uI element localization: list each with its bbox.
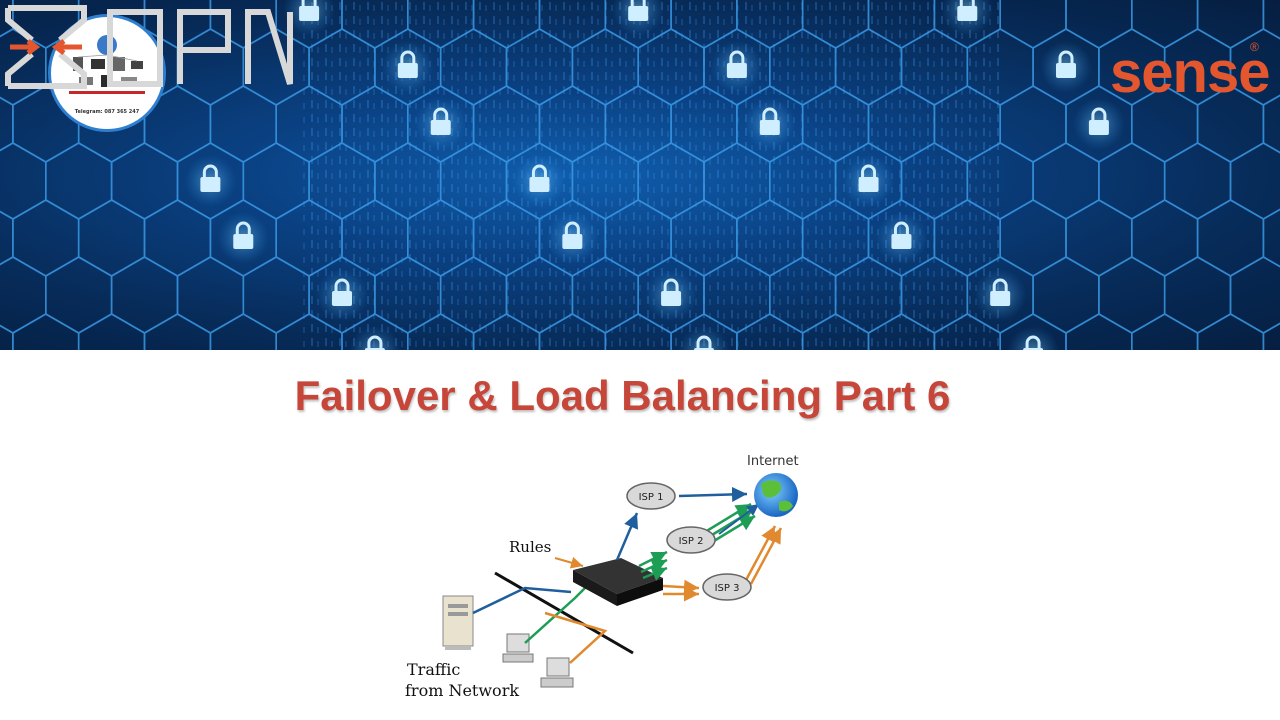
hexagon-cell xyxy=(472,313,541,350)
isp-node: ISP 2 xyxy=(666,526,716,554)
server-icon xyxy=(442,595,474,650)
hexagon-cell xyxy=(1262,322,1280,350)
registered-mark: ® xyxy=(1250,40,1259,54)
page-title: Failover & Load Balancing Part 6 xyxy=(294,372,951,419)
isp-node: ISP 3 xyxy=(702,573,752,601)
hexagon-cell xyxy=(1196,313,1265,350)
lock-icon xyxy=(1072,98,1125,150)
hexagon-cell xyxy=(933,313,1002,350)
isp-node: ISP 1 xyxy=(626,482,676,510)
hexagon-cell xyxy=(406,313,475,350)
lock-icon xyxy=(710,41,763,93)
isp-label: ISP 2 xyxy=(679,536,704,547)
lock-icon xyxy=(875,212,928,264)
hexagon-cell xyxy=(1065,313,1133,350)
lock-icon xyxy=(184,155,237,207)
hexagon-cell xyxy=(801,313,870,350)
traffic-label-line1: Traffic xyxy=(407,660,461,679)
hexagon-cell xyxy=(1131,313,1199,350)
load-balancer-device xyxy=(573,558,663,606)
traffic-label-line2: from Network xyxy=(405,681,520,700)
lock-icon xyxy=(315,269,368,321)
network-line xyxy=(494,571,634,655)
hexagon-cell xyxy=(538,313,607,350)
lock-icon xyxy=(612,0,665,36)
workstation-icon xyxy=(502,633,534,663)
internet-label: Internet xyxy=(747,454,799,469)
lock-icon xyxy=(743,98,796,150)
opnsense-logo-mark xyxy=(5,5,293,89)
network-diagram: ISP 1 ISP 2 ISP 3 Internet Rules Traffic… xyxy=(395,448,815,710)
workstation-icon xyxy=(540,657,574,688)
lock-icon xyxy=(645,269,698,321)
internet-globe-icon xyxy=(754,473,798,517)
hexagon-cell xyxy=(736,313,804,350)
lock-icon xyxy=(974,269,1027,321)
hexagon-cell xyxy=(209,313,278,350)
hexagon-cell xyxy=(867,313,936,350)
lock-icon xyxy=(348,326,401,350)
lock-icon xyxy=(414,98,467,150)
hexagon-cell xyxy=(275,313,343,350)
lock-icon xyxy=(283,0,336,36)
hexagon-cell xyxy=(0,324,14,350)
lock-icon xyxy=(513,155,566,207)
hexagon-cell xyxy=(77,313,146,350)
isp-label: ISP 3 xyxy=(715,583,740,594)
lock-icon xyxy=(1007,326,1060,350)
hexagon-cell xyxy=(143,313,212,350)
lock-icon xyxy=(546,212,599,264)
isp-label: ISP 1 xyxy=(639,492,664,503)
lock-icon xyxy=(842,155,895,207)
lock-icon xyxy=(1039,41,1092,93)
lock-icon xyxy=(678,326,730,350)
header-banner: Telegram: 087 365 247 sense ® xyxy=(0,0,1280,350)
lock-icon xyxy=(217,212,270,264)
rules-label: Rules xyxy=(509,538,552,556)
channel-telegram: Telegram: 087 365 247 xyxy=(74,109,140,115)
hexagon-cell xyxy=(12,313,80,350)
opnsense-logo-text: sense xyxy=(1110,40,1270,105)
hexagon-cell xyxy=(604,313,672,350)
lock-icon xyxy=(941,0,994,36)
lock-icon xyxy=(381,41,434,93)
